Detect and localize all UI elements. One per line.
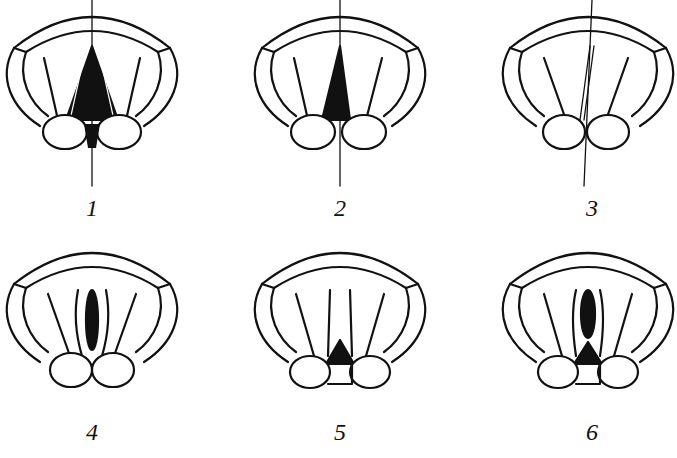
figure-number: 6 xyxy=(586,420,598,444)
figure-number: 5 xyxy=(334,420,346,444)
figure-number: 2 xyxy=(334,196,346,220)
figure-number: 4 xyxy=(86,420,98,444)
figure-number: 3 xyxy=(586,196,598,220)
figure-number: 1 xyxy=(86,196,98,220)
